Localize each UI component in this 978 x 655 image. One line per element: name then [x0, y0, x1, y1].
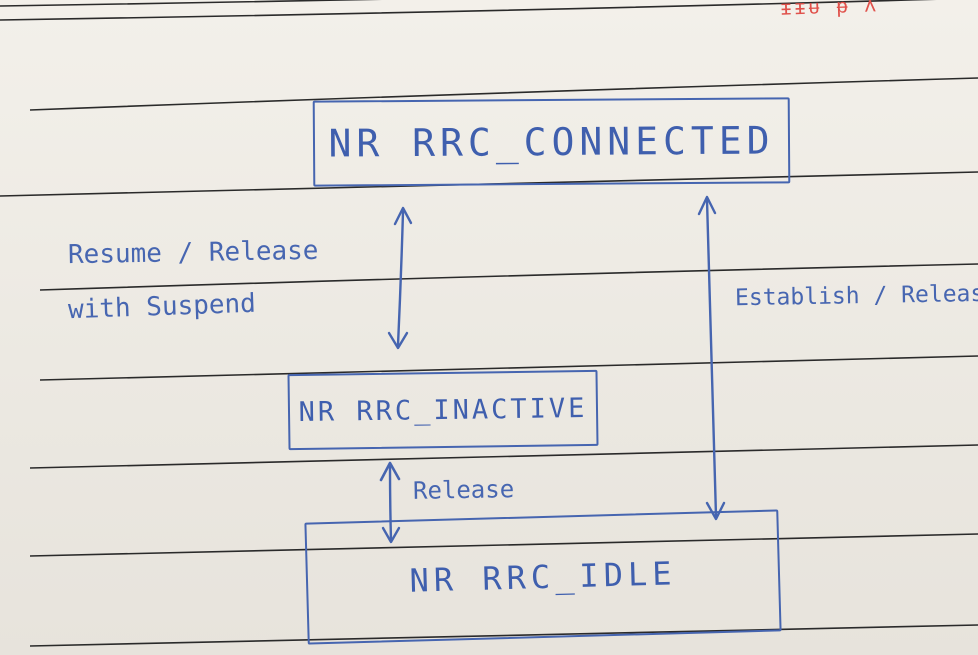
rule-line [0, 0, 385, 7]
rule-line [29, 533, 978, 557]
state-label-rrc-connected: NR RRC_CONNECTED [328, 118, 775, 166]
arrow-connected-inactive [387, 206, 413, 350]
transition-label-establish-release: Establish / Release [734, 280, 978, 312]
state-label-rrc-idle: NR RRC_IDLE [409, 554, 677, 600]
state-box-rrc-connected: NR RRC_CONNECTED [312, 97, 791, 187]
arrow-inactive-idle [379, 461, 401, 544]
rule-line [29, 77, 978, 111]
state-box-rrc-inactive: NR RRC_INACTIVE [287, 369, 599, 451]
state-box-rrc-idle: NR RRC_IDLE [304, 509, 782, 645]
rule-line [29, 624, 978, 647]
transition-label-resume-release: Resume / Release [67, 235, 319, 271]
rule-line [39, 263, 978, 291]
arrow-connected-idle [697, 195, 726, 521]
rule-line [0, 0, 937, 21]
rule-line [29, 444, 978, 469]
state-label-rrc-inactive: NR RRC_INACTIVE [298, 392, 588, 428]
transition-label-release: Release [412, 475, 515, 505]
rule-line [39, 355, 978, 381]
